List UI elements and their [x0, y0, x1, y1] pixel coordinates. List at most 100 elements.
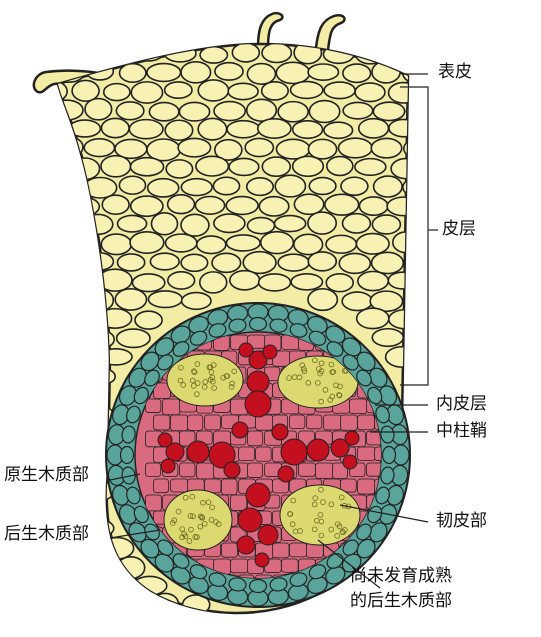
- cortex-cell: [198, 271, 228, 294]
- phloem-cell: [187, 513, 194, 519]
- cortex-cell: [225, 195, 259, 216]
- cortex-cell: [405, 366, 408, 388]
- xylem-vessel: [246, 370, 270, 394]
- cortex-cell: [166, 194, 196, 215]
- cortex-cell: [291, 119, 324, 140]
- cortex-cell: [97, 307, 133, 329]
- cortex-cell: [341, 291, 374, 312]
- phloem-cell: [228, 384, 235, 390]
- cortex-cell: [289, 80, 324, 100]
- cortex-cell: [246, 216, 276, 235]
- cortex-cell: [178, 101, 211, 122]
- label-epidermis: 表皮: [438, 62, 472, 82]
- xylem-vessel: [238, 342, 254, 358]
- phloem-cell: [338, 494, 345, 501]
- phloem-cell: [292, 528, 299, 535]
- cortex-cell: [355, 307, 390, 330]
- cortex-cell: [245, 98, 278, 122]
- xylem-vessel: [342, 454, 358, 470]
- root-hair: [256, 12, 284, 49]
- cortex-cell: [326, 155, 354, 177]
- cortex-cell: [370, 137, 403, 159]
- phloem-cell: [328, 501, 335, 508]
- cortex-cell: [129, 195, 164, 218]
- cortex-cell: [116, 214, 148, 233]
- cortex-cell: [100, 117, 130, 139]
- cortex-cell: [66, 501, 98, 520]
- phloem-cell: [181, 531, 187, 537]
- cortex-cell: [129, 231, 165, 255]
- phloem-cell: [224, 373, 231, 379]
- ring-cell: [342, 354, 359, 371]
- ring-cell: [367, 505, 383, 524]
- cortex-cell: [86, 367, 116, 386]
- cortex-cell: [387, 81, 408, 104]
- parenchyma-cell: [153, 478, 169, 494]
- parenchyma-cell: [170, 478, 189, 493]
- cortex-cell: [167, 270, 196, 290]
- phloem-cell: [194, 391, 200, 397]
- ring-cell: [380, 466, 395, 485]
- label-cortex: 皮层: [442, 219, 476, 239]
- cortex-cell: [293, 193, 325, 216]
- cortex-cell: [150, 212, 179, 236]
- cortex-cell: [131, 273, 166, 293]
- cortex-cell: [197, 79, 230, 102]
- cortex-cell: [64, 273, 101, 291]
- phloem-cell: [190, 513, 196, 520]
- xylem-vessel: [254, 552, 270, 568]
- cortex-cell: [386, 196, 408, 217]
- cortex-cell: [404, 329, 408, 350]
- phloem-cell: [318, 486, 324, 493]
- cortex-cell: [146, 62, 182, 83]
- endodermis-pericycle-cells: [106, 303, 410, 607]
- phloem-cell: [290, 497, 297, 504]
- ring-cell: [144, 369, 160, 387]
- phloem-cell: [318, 360, 325, 367]
- phloem-cell: [305, 380, 312, 386]
- phloem-cell: [336, 392, 343, 399]
- cortex-cell: [246, 62, 277, 86]
- parenchyma-cell: [145, 494, 162, 512]
- phloem-cell: [312, 495, 318, 501]
- label-phloem: 韧皮部: [436, 511, 487, 531]
- xylem-vessel: [248, 350, 268, 370]
- cortex-cell: [307, 287, 339, 312]
- phloem-cell: [296, 374, 303, 381]
- phloem-cell: [189, 377, 196, 384]
- cortex-cell: [354, 157, 387, 177]
- cortex-cell: [390, 157, 408, 180]
- phloem-cell: [317, 512, 324, 518]
- cortex-cell: [370, 251, 405, 275]
- ring-cell: [157, 354, 174, 371]
- ring-cell: [289, 572, 308, 587]
- cortex-cell: [58, 346, 67, 371]
- phloem-patch: [166, 353, 244, 407]
- cortex-cell: [388, 118, 408, 138]
- cortex-cell: [116, 253, 146, 272]
- phloem-cell: [340, 529, 346, 536]
- ring-cell: [121, 425, 136, 444]
- cortex-cell: [371, 60, 401, 84]
- cortex-cell: [197, 117, 228, 141]
- phloem-cell: [199, 514, 205, 520]
- phloem-cell: [200, 499, 206, 506]
- label-endodermis: 内皮层: [436, 394, 487, 414]
- parenchyma-cell: [247, 462, 263, 478]
- cortex-cell: [58, 99, 84, 121]
- cortex-cell: [402, 176, 408, 199]
- phloem-cell: [197, 523, 204, 530]
- ring-cell: [248, 578, 268, 594]
- cortex-cell: [58, 270, 69, 294]
- cortex-cell: [225, 234, 261, 252]
- ring-cell: [381, 445, 397, 465]
- cortex-cell: [58, 593, 84, 614]
- phloem-cell: [336, 392, 342, 398]
- cortex-cell: [293, 233, 324, 256]
- cortex-cell: [405, 252, 408, 275]
- parenchyma-cell: [374, 446, 381, 461]
- phloem-cell: [201, 384, 208, 390]
- parenchyma-cell: [323, 414, 342, 431]
- cortex-cell: [261, 156, 292, 178]
- xylem-vessel: [277, 465, 295, 483]
